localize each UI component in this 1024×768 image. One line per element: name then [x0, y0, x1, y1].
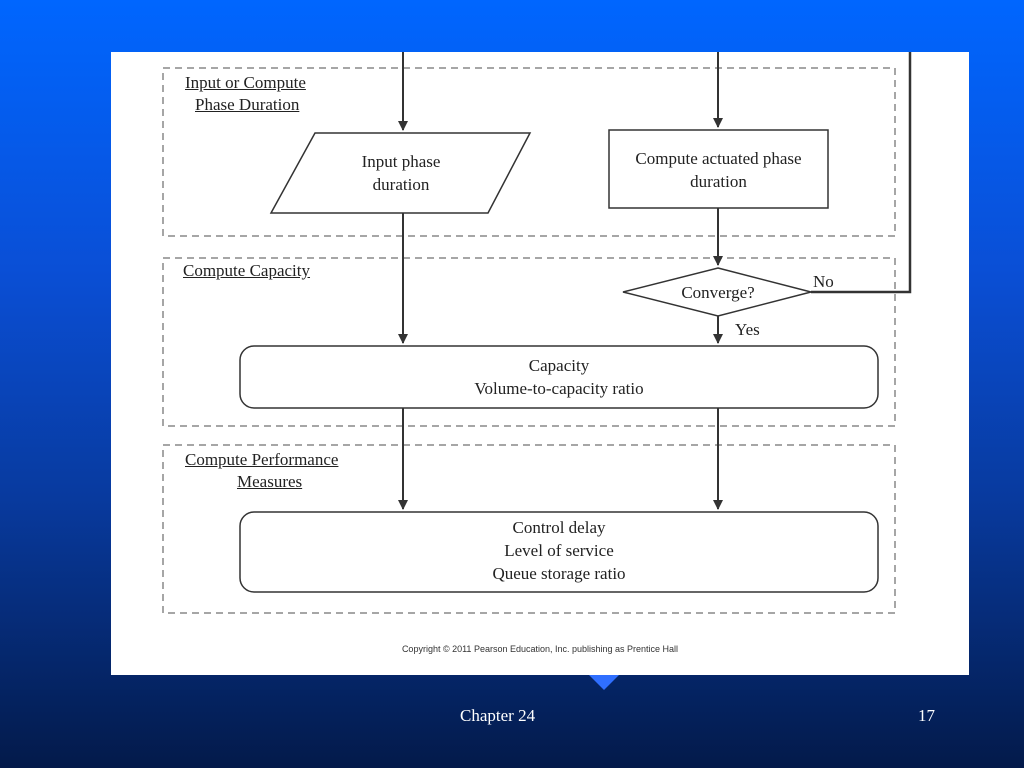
node-text-line: Queue storage ratio	[492, 564, 626, 583]
footer-page-number: 17	[918, 706, 935, 725]
flowchart-canvas	[162, 52, 912, 614]
performance-text: Control delay Level of service Queue sto…	[240, 516, 878, 585]
flowchart-figure: Input or Compute Phase Duration Compute …	[111, 52, 969, 675]
node-text-line: duration	[690, 172, 747, 191]
region-label-line: Phase Duration	[195, 95, 300, 114]
node-text-line: Compute actuated phase	[635, 149, 802, 168]
region-label-capacity: Compute Capacity	[183, 260, 310, 282]
region-input-phase-border	[162, 67, 896, 237]
capacity-text: Capacity Volume-to-capacity ratio	[240, 354, 878, 400]
region-label-line: Compute Capacity	[183, 261, 311, 280]
region-label-input-phase: Input or Compute Phase Duration	[185, 72, 306, 116]
node-text-line: Input phase	[361, 152, 441, 171]
compute-actuated-text: Compute actuated phase duration	[609, 147, 828, 193]
copyright-notice: Copyright © 2011 Pearson Education, Inc.…	[401, 644, 679, 654]
performance-box	[239, 511, 879, 593]
yes-edge-label: Yes	[735, 320, 760, 339]
node-text-line: Volume-to-capacity ratio	[474, 379, 644, 398]
input-phase-parallelogram	[269, 132, 532, 214]
no-edge-label: No	[813, 272, 834, 291]
region-capacity-border	[162, 257, 896, 427]
node-text-line: Level of service	[504, 541, 614, 560]
region-label-line: Measures	[237, 472, 303, 491]
region-performance-border	[162, 444, 896, 614]
slide-marker-triangle	[588, 674, 620, 690]
region-label-performance: Compute Performance Measures	[185, 449, 338, 493]
converge-text: Converge?	[658, 281, 778, 304]
capacity-box	[239, 345, 879, 409]
node-text-line: duration	[372, 175, 430, 194]
input-phase-text: Input phase duration	[301, 150, 501, 196]
region-label-line: Compute Performance	[185, 450, 339, 469]
node-text-line: Control delay	[512, 518, 606, 537]
node-text-line: Capacity	[528, 356, 590, 375]
footer-chapter: Chapter 24	[460, 706, 536, 725]
region-label-line: Input or Compute	[185, 73, 306, 92]
no-loop-path	[811, 52, 912, 294]
node-text-line: Converge?	[681, 283, 755, 302]
compute-actuated-box	[608, 129, 829, 209]
